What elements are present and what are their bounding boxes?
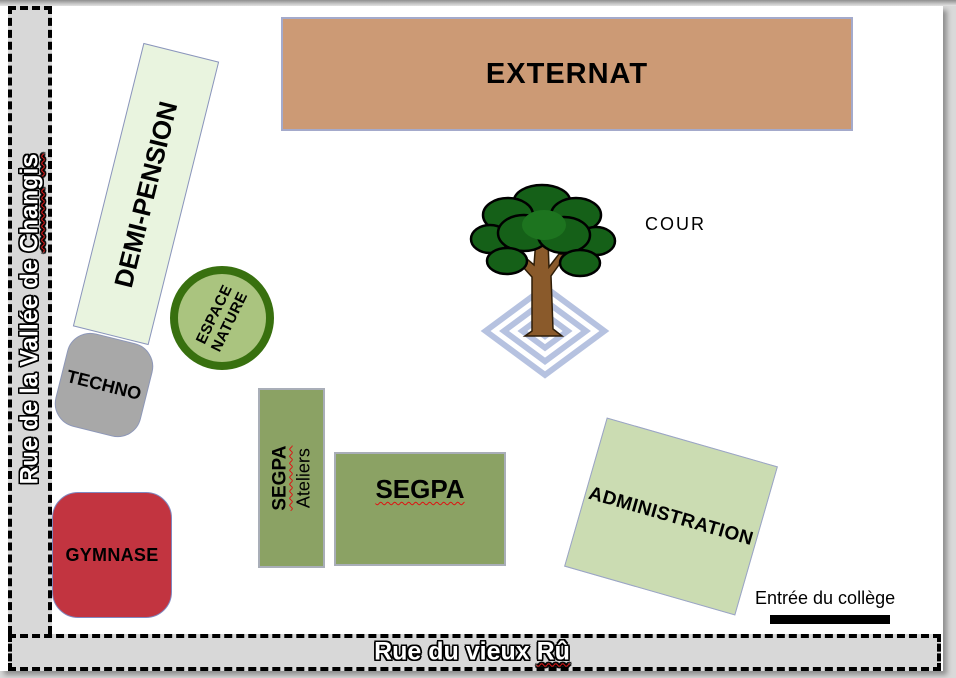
building-gymnase-label: GYMNASE [65, 544, 159, 565]
building-demi-pension-label: DEMI-PENSION [107, 97, 184, 291]
street-left-band [8, 6, 52, 634]
entrance-label: Entrée du collège [755, 588, 896, 608]
street-bottom-word: Rû [536, 637, 570, 666]
building-techno: TECHNO [49, 327, 159, 443]
building-espace-nature-label: ESPACE NATURE [192, 282, 252, 355]
window-top-edge [0, 0, 956, 6]
segpa-ateliers-main: SEGPA [269, 445, 291, 511]
street-left-text: Rue de la Vallée de [15, 252, 44, 485]
tree-icon [469, 183, 617, 379]
building-gymnase: GYMNASE [52, 492, 172, 618]
building-espace-nature: ESPACE NATURE [170, 266, 274, 370]
building-externat: EXTERNAT [281, 17, 853, 131]
street-bottom-text: Rue du vieux [374, 637, 537, 666]
building-administration-label: ADMINISTRATION [586, 482, 756, 550]
street-bottom-band [8, 634, 941, 671]
building-techno-label: TECHNO [64, 365, 144, 404]
courtyard-tree-area [462, 181, 627, 386]
cour-label: COUR [645, 214, 706, 234]
tree-foliage [469, 183, 617, 278]
street-left-word: Changis [15, 153, 44, 253]
street-bottom-label: Rue du vieux Rû [374, 638, 570, 667]
building-segpa-ateliers-label: SEGPA Ateliers [268, 445, 314, 510]
segpa-ateliers-sub: Ateliers [293, 447, 314, 509]
map-page: Rue de la Vallée de Changis Rue du vieux… [0, 6, 943, 671]
building-segpa-label: SEGPA [375, 474, 465, 504]
building-segpa: SEGPA [334, 452, 506, 566]
building-externat-label: EXTERNAT [485, 57, 649, 90]
street-left-label: Rue de la Vallée de Changis [16, 154, 45, 485]
entrance-bar [770, 615, 890, 624]
building-segpa-ateliers: SEGPA Ateliers [258, 388, 325, 568]
building-administration: ADMINISTRATION [564, 417, 778, 616]
